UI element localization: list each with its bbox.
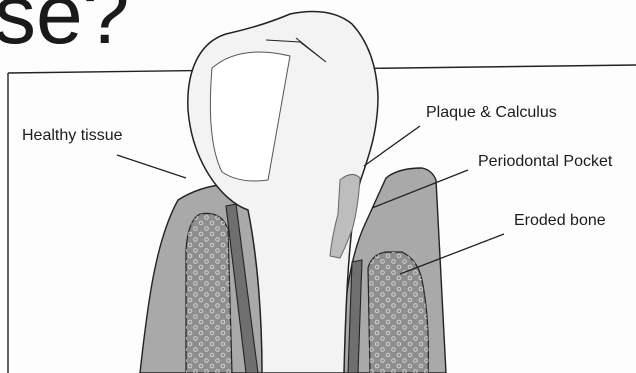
label-healthy-tissue: Healthy tissue	[22, 127, 123, 145]
left-bone-texture	[186, 213, 232, 373]
label-eroded-bone: Eroded bone	[514, 212, 606, 230]
healthy-tissue-pointer	[117, 155, 186, 178]
label-periodontal-pocket: Periodontal Pocket	[478, 153, 612, 171]
label-plaque-calculus: Plaque & Calculus	[426, 104, 557, 122]
